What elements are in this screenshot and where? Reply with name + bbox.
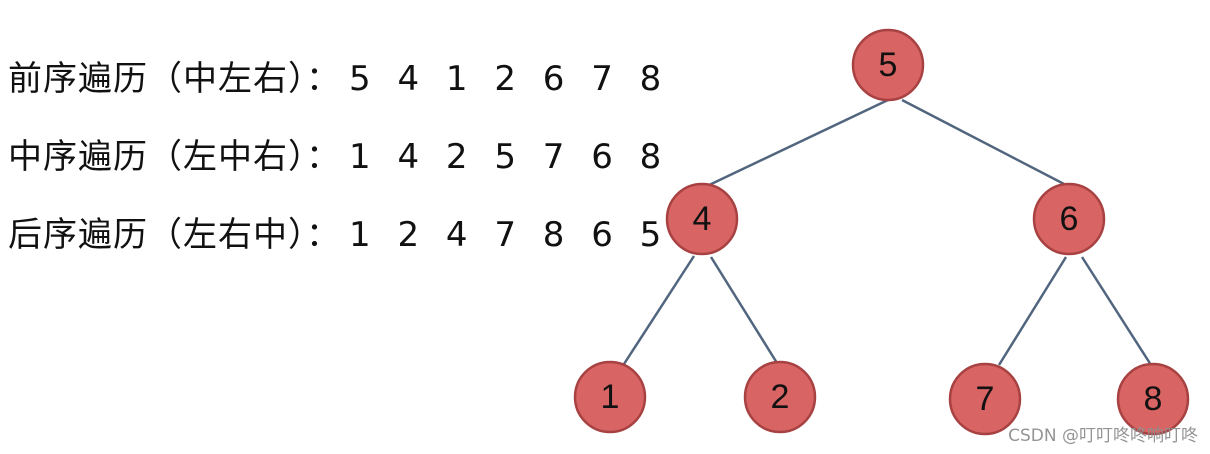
- node-label: 5: [879, 46, 898, 84]
- preorder-line: 前序遍历（中左右）： 5 4 1 2 6 7 8: [8, 40, 661, 118]
- node-label: 4: [693, 200, 712, 238]
- postorder-label: 后序遍历（左右中）：: [8, 215, 341, 255]
- edge-6-8: [1080, 256, 1153, 366]
- node-circle: [851, 28, 925, 102]
- tree-node-1: 1: [573, 360, 647, 434]
- postorder-sequence: 1 2 4 7 8 6 5: [349, 215, 670, 255]
- inorder-label: 中序遍历（左中右）：: [8, 137, 341, 177]
- node-circle: [743, 360, 817, 434]
- edge-5-6: [901, 98, 1065, 186]
- tree-edges: [622, 98, 1153, 366]
- edge-6-7: [997, 256, 1068, 366]
- node-label: 1: [601, 378, 620, 416]
- edge-5-4: [706, 98, 889, 188]
- node-circle: [1116, 362, 1190, 436]
- node-label: 6: [1060, 200, 1079, 238]
- tree-node-5: 5: [851, 28, 925, 102]
- edge-4-2: [709, 256, 779, 364]
- tree-node-7: 7: [948, 362, 1022, 436]
- node-label: 7: [976, 380, 995, 418]
- traversal-list: 前序遍历（中左右）： 5 4 1 2 6 7 8 中序遍历（左中右）： 1 4 …: [8, 40, 661, 274]
- tree-node-6: 6: [1032, 182, 1106, 256]
- tree-node-8: 8: [1116, 362, 1190, 436]
- preorder-label: 前序遍历（中左右）：: [8, 59, 341, 99]
- watermark: CSDN @叮叮咚咚响叮咚: [1008, 426, 1198, 446]
- inorder-line: 中序遍历（左中右）： 1 4 2 5 7 6 8: [8, 118, 661, 196]
- tree-node-4: 4: [665, 182, 739, 256]
- postorder-line: 后序遍历（左右中）： 1 2 4 7 8 6 5: [8, 196, 661, 274]
- node-circle: [665, 182, 739, 256]
- node-circle: [1032, 182, 1106, 256]
- node-label: 2: [771, 378, 790, 416]
- node-circle: [948, 362, 1022, 436]
- node-circle: [573, 360, 647, 434]
- preorder-sequence: 5 4 1 2 6 7 8: [349, 59, 670, 99]
- tree-node-2: 2: [743, 360, 817, 434]
- edge-4-1: [622, 255, 696, 365]
- inorder-sequence: 1 4 2 5 7 6 8: [349, 137, 670, 177]
- node-label: 8: [1144, 380, 1163, 418]
